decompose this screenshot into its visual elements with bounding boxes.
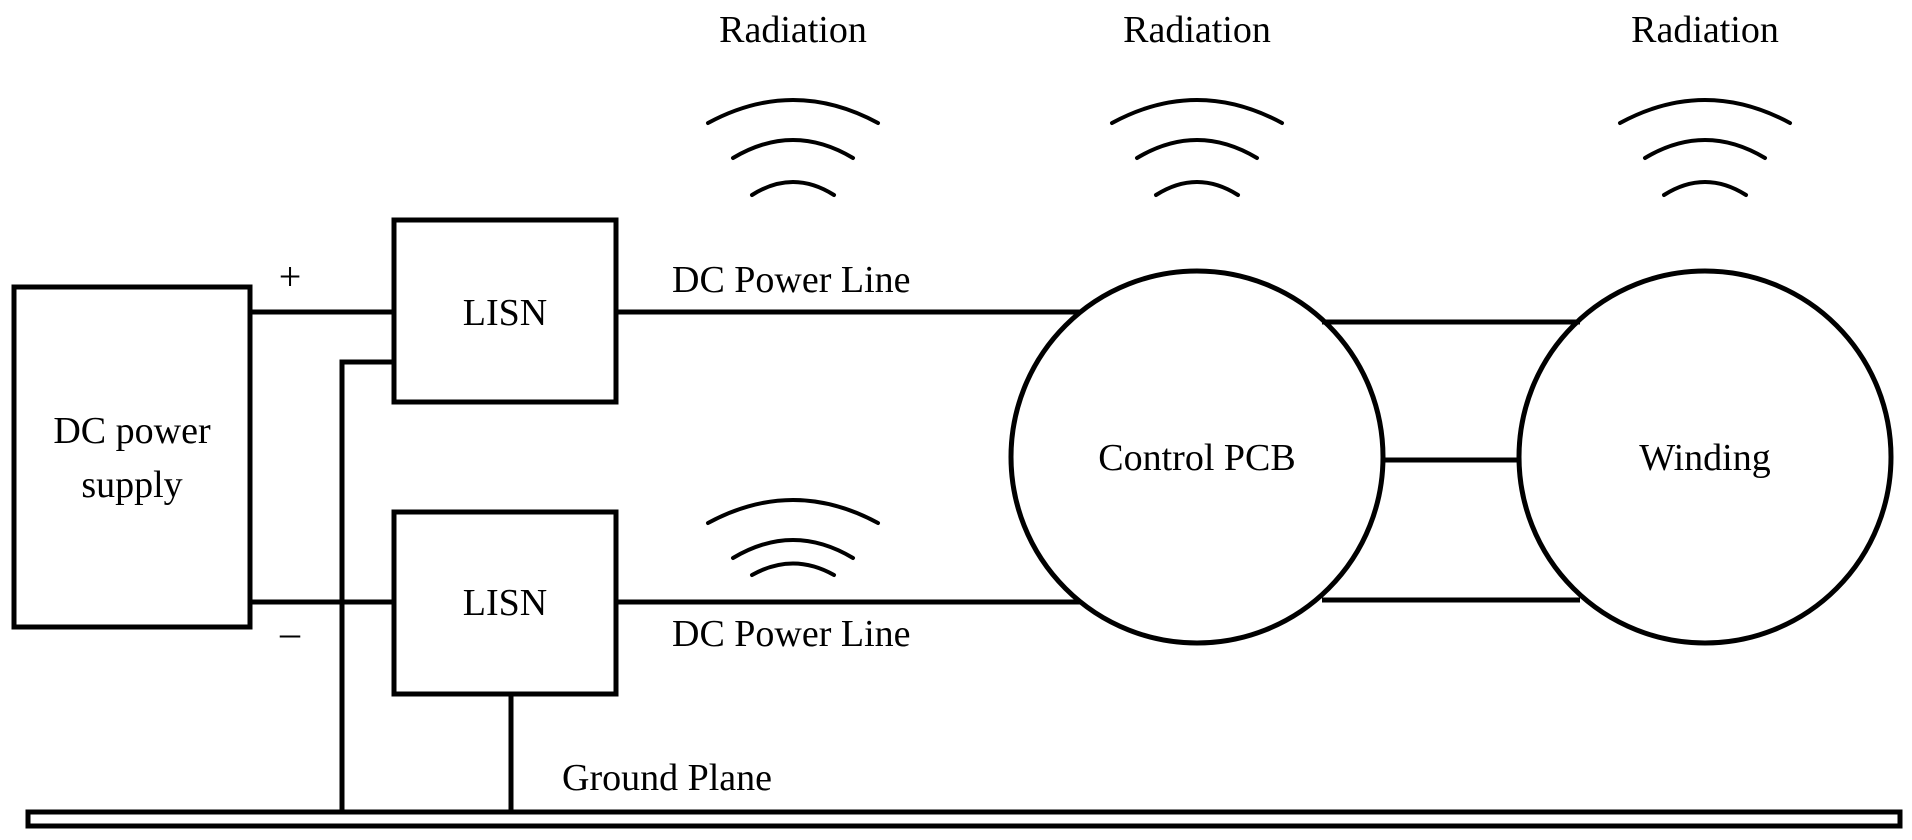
ground-plane-bar xyxy=(25,809,1903,829)
control-pcb-circle xyxy=(1008,268,1386,646)
ground-plane-label: Ground Plane xyxy=(562,757,772,799)
winding-circle xyxy=(1516,268,1894,646)
radiation-label-2: Radiation xyxy=(1123,9,1271,51)
dc-power-line-top-label: DC Power Line xyxy=(672,259,911,301)
dc-power-supply-box xyxy=(11,284,253,630)
radiation-wave-icon-4 xyxy=(706,498,880,577)
control-pcb-label: Control PCB xyxy=(1098,437,1295,479)
dc-power-supply-label-line1: DC power xyxy=(53,410,211,452)
lisn-bottom-label: LISN xyxy=(463,582,547,624)
minus-sign: – xyxy=(279,610,301,655)
dc-power-line-bottom-label: DC Power Line xyxy=(672,613,911,655)
radiation-wave-icon-1 xyxy=(706,98,880,197)
radiation-label-3: Radiation xyxy=(1631,9,1779,51)
radiation-label-1: Radiation xyxy=(719,9,867,51)
plus-sign: + xyxy=(279,254,302,299)
lisn-top-label: LISN xyxy=(463,292,547,334)
winding-label: Winding xyxy=(1639,437,1770,479)
dc-power-supply-label-line2: supply xyxy=(81,464,182,506)
radiation-wave-icon-2 xyxy=(1110,98,1284,197)
radiation-wave-icon-3 xyxy=(1618,98,1792,197)
lisn-top-ground-wire xyxy=(339,359,394,812)
